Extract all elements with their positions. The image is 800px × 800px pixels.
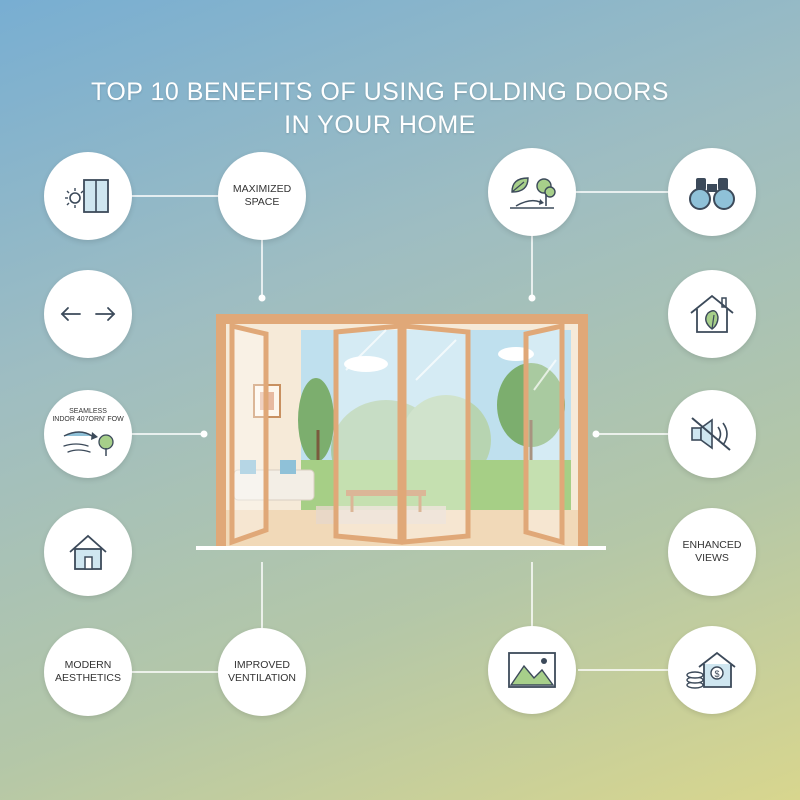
improved-ventilation-line1: IMPROVED	[233, 659, 290, 671]
benefit-circle-binoculars	[668, 148, 756, 236]
window-sun-icon	[65, 179, 109, 213]
modern-aesthetics-label: MODERN AESTHETICS	[49, 659, 127, 685]
enhanced-views-line2: VIEWS	[695, 552, 729, 564]
leaf-tree-icon	[510, 177, 556, 209]
maximized-space-line2: SPACE	[244, 196, 280, 208]
page-title: TOP 10 BENEFITS OF USING FOLDING DOORS I…	[0, 76, 760, 142]
maximized-space-line1: MAXIMIZED	[232, 183, 292, 195]
house-icon	[69, 534, 107, 570]
benefit-circle-maximized-space: MAXIMIZED SPACE	[218, 152, 306, 240]
benefit-circle-improved-ventilation: IMPROVED VENTILATION	[218, 628, 306, 716]
wind-tree-icon	[63, 431, 114, 456]
mute-speaker-icon	[691, 417, 731, 451]
modern-aesthetics-line2: AESTHETICS	[55, 672, 121, 684]
benefit-circle-house	[44, 508, 132, 596]
benefit-circle-noise-reduction	[668, 390, 756, 478]
benefit-circle-arrows	[44, 270, 132, 358]
seamless-flow-label-line2: INDOR 407ORN' FOW	[52, 416, 124, 423]
seamless-flow-label: SEAMLESS INDOR 407ORN' FOW	[52, 408, 123, 424]
benefit-circle-seamless-flow: SEAMLESS INDOR 407ORN' FOW	[44, 390, 132, 478]
svg-text:$: $	[714, 669, 719, 679]
house-coins-icon: $	[686, 651, 736, 689]
binoculars-icon	[689, 178, 735, 210]
maximized-space-label: MAXIMIZED SPACE	[227, 183, 297, 209]
benefit-circle-eco-house	[668, 270, 756, 358]
enhanced-views-label: ENHANCED VIEWS	[677, 539, 748, 565]
enhanced-views-line1: ENHANCED	[682, 539, 742, 551]
benefit-circle-landscape	[488, 626, 576, 714]
folding-door-scene	[196, 314, 606, 550]
title-line-2: IN YOUR HOME	[284, 111, 476, 139]
arrows-left-right-icon	[60, 307, 116, 321]
landscape-picture-icon	[508, 652, 556, 688]
seamless-flow-label-line1: SEAMLESS	[69, 408, 107, 415]
modern-aesthetics-line1: MODERN	[64, 659, 112, 671]
benefit-circle-house-value: $	[668, 626, 756, 714]
benefit-circle-enhanced-views: ENHANCED VIEWS	[668, 508, 756, 596]
benefit-circle-window-sun	[44, 152, 132, 240]
improved-ventilation-label: IMPROVED VENTILATION	[222, 659, 302, 685]
eco-house-icon	[690, 294, 734, 333]
benefit-circle-modern-aesthetics: MODERN AESTHETICS	[44, 628, 132, 716]
benefit-circle-leaf-tree	[488, 148, 576, 236]
improved-ventilation-line2: VENTILATION	[227, 672, 297, 684]
title-line-1: TOP 10 BENEFITS OF USING FOLDING DOORS	[91, 78, 669, 106]
